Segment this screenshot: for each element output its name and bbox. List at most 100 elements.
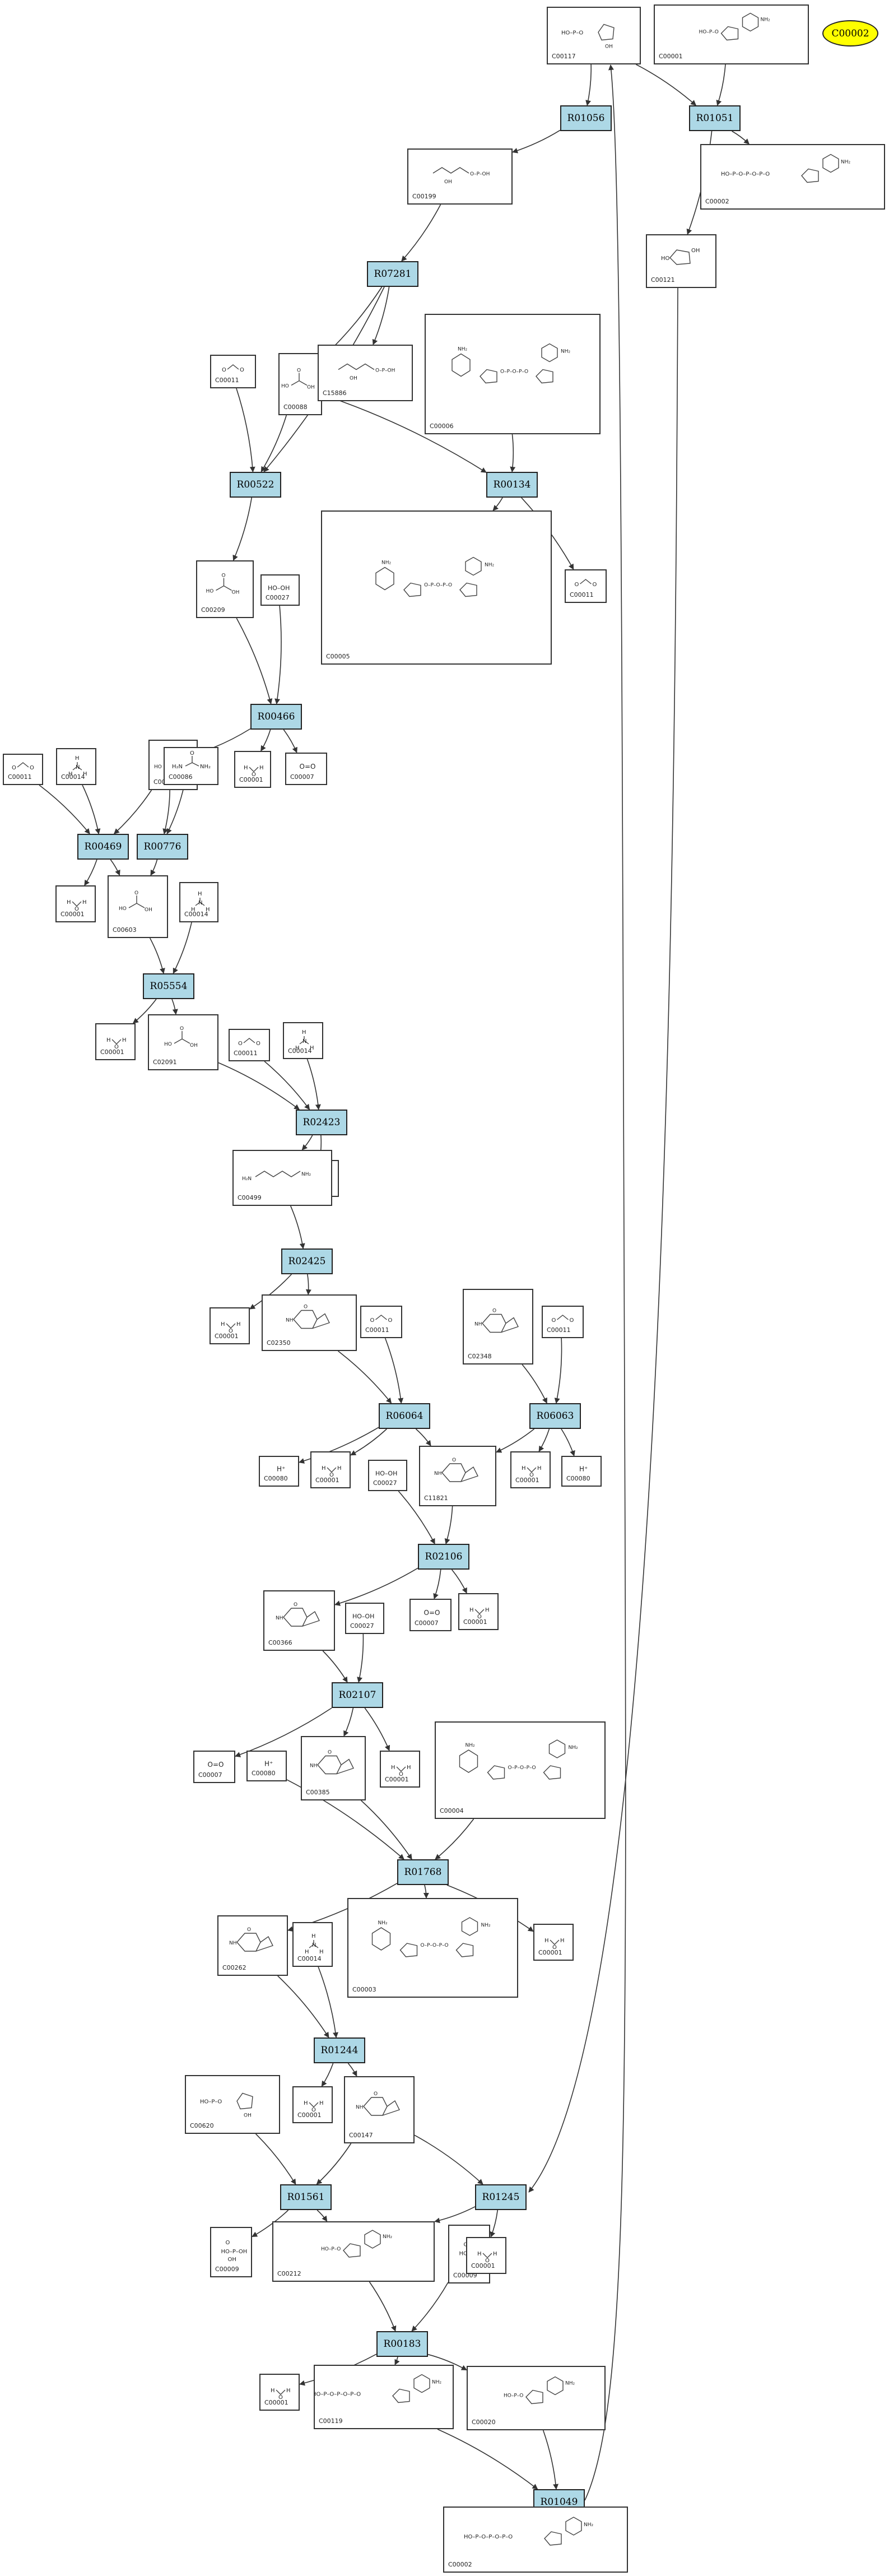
reaction-node-r00776[interactable]: R00776 <box>137 834 188 860</box>
svg-text:OH: OH <box>444 179 452 185</box>
svg-text:O: O <box>30 765 34 771</box>
edge-c209-r00466 <box>236 618 273 704</box>
reaction-node-r02423[interactable]: R02423 <box>296 1110 347 1135</box>
reaction-node-r06063[interactable]: R06063 <box>529 1403 581 1429</box>
reaction-node-r00522[interactable]: R00522 <box>230 472 281 498</box>
compound-id-label: C00011 <box>570 591 594 598</box>
reaction-node-r02425[interactable]: R02425 <box>281 1248 333 1274</box>
reaction-node-r00183[interactable]: R00183 <box>376 2331 428 2357</box>
compound-id-label: C00212 <box>277 2270 301 2277</box>
reaction-node-r01051[interactable]: R01051 <box>689 105 741 131</box>
svg-text:O–P–O–P–O: O–P–O–P–O <box>421 1943 449 1948</box>
reaction-node-r06064[interactable]: R06064 <box>379 1403 430 1429</box>
reaction-node-r02106[interactable]: R02106 <box>418 1544 469 1570</box>
compound-node-c00080[interactable]: H⁺C00080 <box>561 1456 602 1487</box>
svg-text:H: H <box>537 1465 542 1472</box>
compound-id-label: C00001 <box>515 1477 539 1484</box>
reaction-node-r01561[interactable]: R01561 <box>280 2184 332 2210</box>
compound-node-c00080[interactable]: H⁺C00080 <box>259 1456 299 1487</box>
svg-text:H: H <box>198 891 202 897</box>
reaction-node-r07281[interactable]: R07281 <box>367 261 418 287</box>
edge-r02425-c2350 <box>305 1274 311 1295</box>
reaction-node-r02107[interactable]: R02107 <box>332 1682 383 1708</box>
reaction-node-r05554[interactable]: R05554 <box>143 973 194 999</box>
reaction-node-r00469[interactable]: R00469 <box>77 834 129 860</box>
highlighted-compound-c00002[interactable]: C00002 <box>822 20 878 47</box>
svg-text:NH₂: NH₂ <box>485 563 495 568</box>
svg-text:H: H <box>522 1465 526 1472</box>
reaction-node-r00134[interactable]: R00134 <box>486 472 538 498</box>
edge-c2348-r06063 <box>522 1364 548 1404</box>
reaction-node-r01768[interactable]: R01768 <box>397 1859 449 1885</box>
compound-node-c00080[interactable]: H⁺C00080 <box>246 1751 287 1781</box>
edge-r01245-c212 <box>434 2206 476 2224</box>
reaction-node-r01244[interactable]: R01244 <box>314 2037 365 2063</box>
reaction-node-r01056[interactable]: R01056 <box>560 105 612 131</box>
reaction-node-r01245[interactable]: R01245 <box>475 2184 527 2210</box>
reaction-node-r00466[interactable]: R00466 <box>250 704 302 730</box>
edge-r05554-c001d <box>132 999 157 1024</box>
svg-text:H⁺: H⁺ <box>264 1760 273 1768</box>
